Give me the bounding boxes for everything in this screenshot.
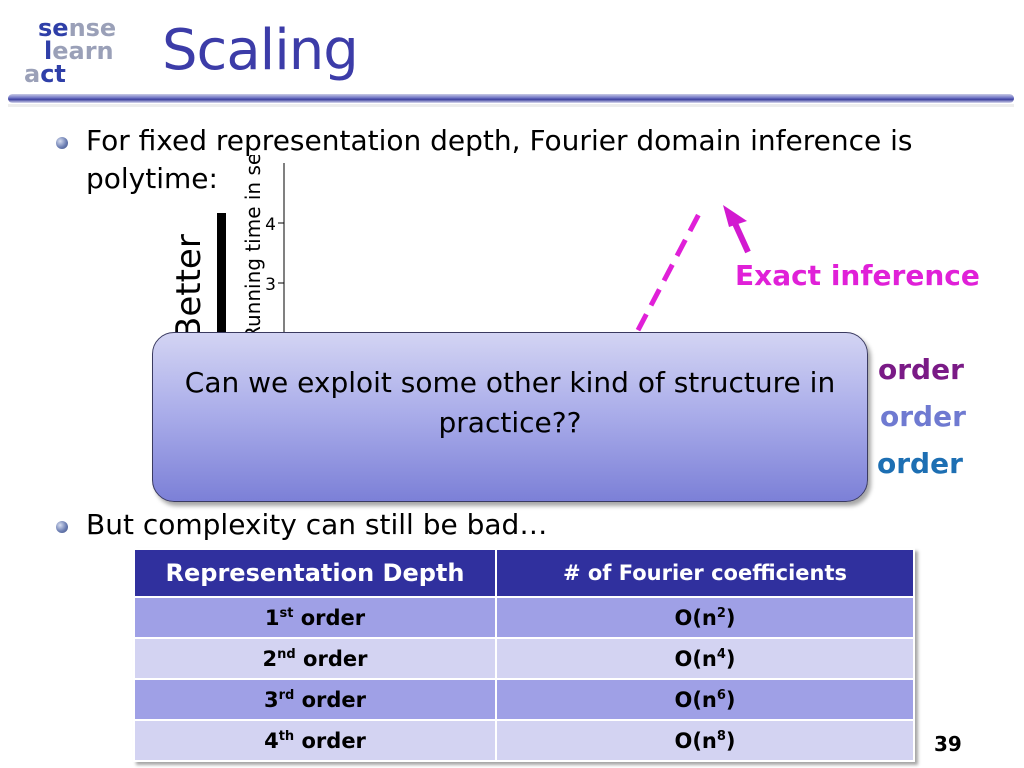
logo-word-learn: learn xyxy=(44,37,114,65)
callout-box: Can we exploit some other kind of struct… xyxy=(152,332,868,502)
y-axis-label: Running time in seconds xyxy=(241,155,265,340)
callout-text: Can we exploit some other kind of struct… xyxy=(184,366,836,439)
header-fourier-coefficients: # of Fourier coefficients xyxy=(495,548,915,598)
fourier-coefficients-table: Representation Depth # of Fourier coeffi… xyxy=(133,548,915,762)
bullet-text-2: But complexity can still be bad… xyxy=(86,508,548,541)
legend-order-1: order xyxy=(878,353,964,386)
title-underline xyxy=(8,94,1014,103)
coefficients-cell: O(n4) xyxy=(495,637,915,680)
logo: sense learn act xyxy=(22,12,132,92)
legend-order-3: order xyxy=(877,447,963,480)
depth-cell: 3rd order xyxy=(133,678,497,721)
logo-word-sense: sense xyxy=(38,14,117,42)
better-arrow-bar xyxy=(217,213,226,363)
table-row: 3rd order O(n6) xyxy=(133,678,915,721)
title-underline-shadow xyxy=(8,104,1014,107)
slide-title: Scaling xyxy=(162,18,359,83)
depth-cell: 4th order xyxy=(133,719,497,762)
table-header-row: Representation Depth # of Fourier coeffi… xyxy=(133,548,915,598)
coefficients-cell: O(n2) xyxy=(495,596,915,639)
legend-order-2: order xyxy=(880,400,966,433)
header-representation-depth: Representation Depth xyxy=(133,548,497,598)
chart: 4 3 Running time in seconds Better Exact… xyxy=(169,155,980,480)
depth-cell: 1st order xyxy=(133,596,497,639)
table-row: 4th order O(n8) xyxy=(133,719,915,762)
bullet-icon xyxy=(56,137,68,149)
better-label: Better xyxy=(169,234,209,340)
page-number: 39 xyxy=(934,732,962,756)
table-row: 2nd order O(n4) xyxy=(133,637,915,680)
y-tick-label-4: 4 xyxy=(265,215,276,235)
logo-word-act: act xyxy=(24,60,66,88)
coefficients-cell: O(n8) xyxy=(495,719,915,762)
table-row: 1st order O(n2) xyxy=(133,596,915,639)
y-tick-label-3: 3 xyxy=(265,275,276,295)
bullet-text-1: For fixed representation depth, Fourier … xyxy=(86,124,913,195)
depth-cell: 2nd order xyxy=(133,637,497,680)
exact-inference-arrowhead xyxy=(723,205,747,227)
exact-inference-label: Exact inference xyxy=(735,259,980,292)
coefficients-cell: O(n6) xyxy=(495,678,915,721)
bullet-icon xyxy=(56,521,68,533)
